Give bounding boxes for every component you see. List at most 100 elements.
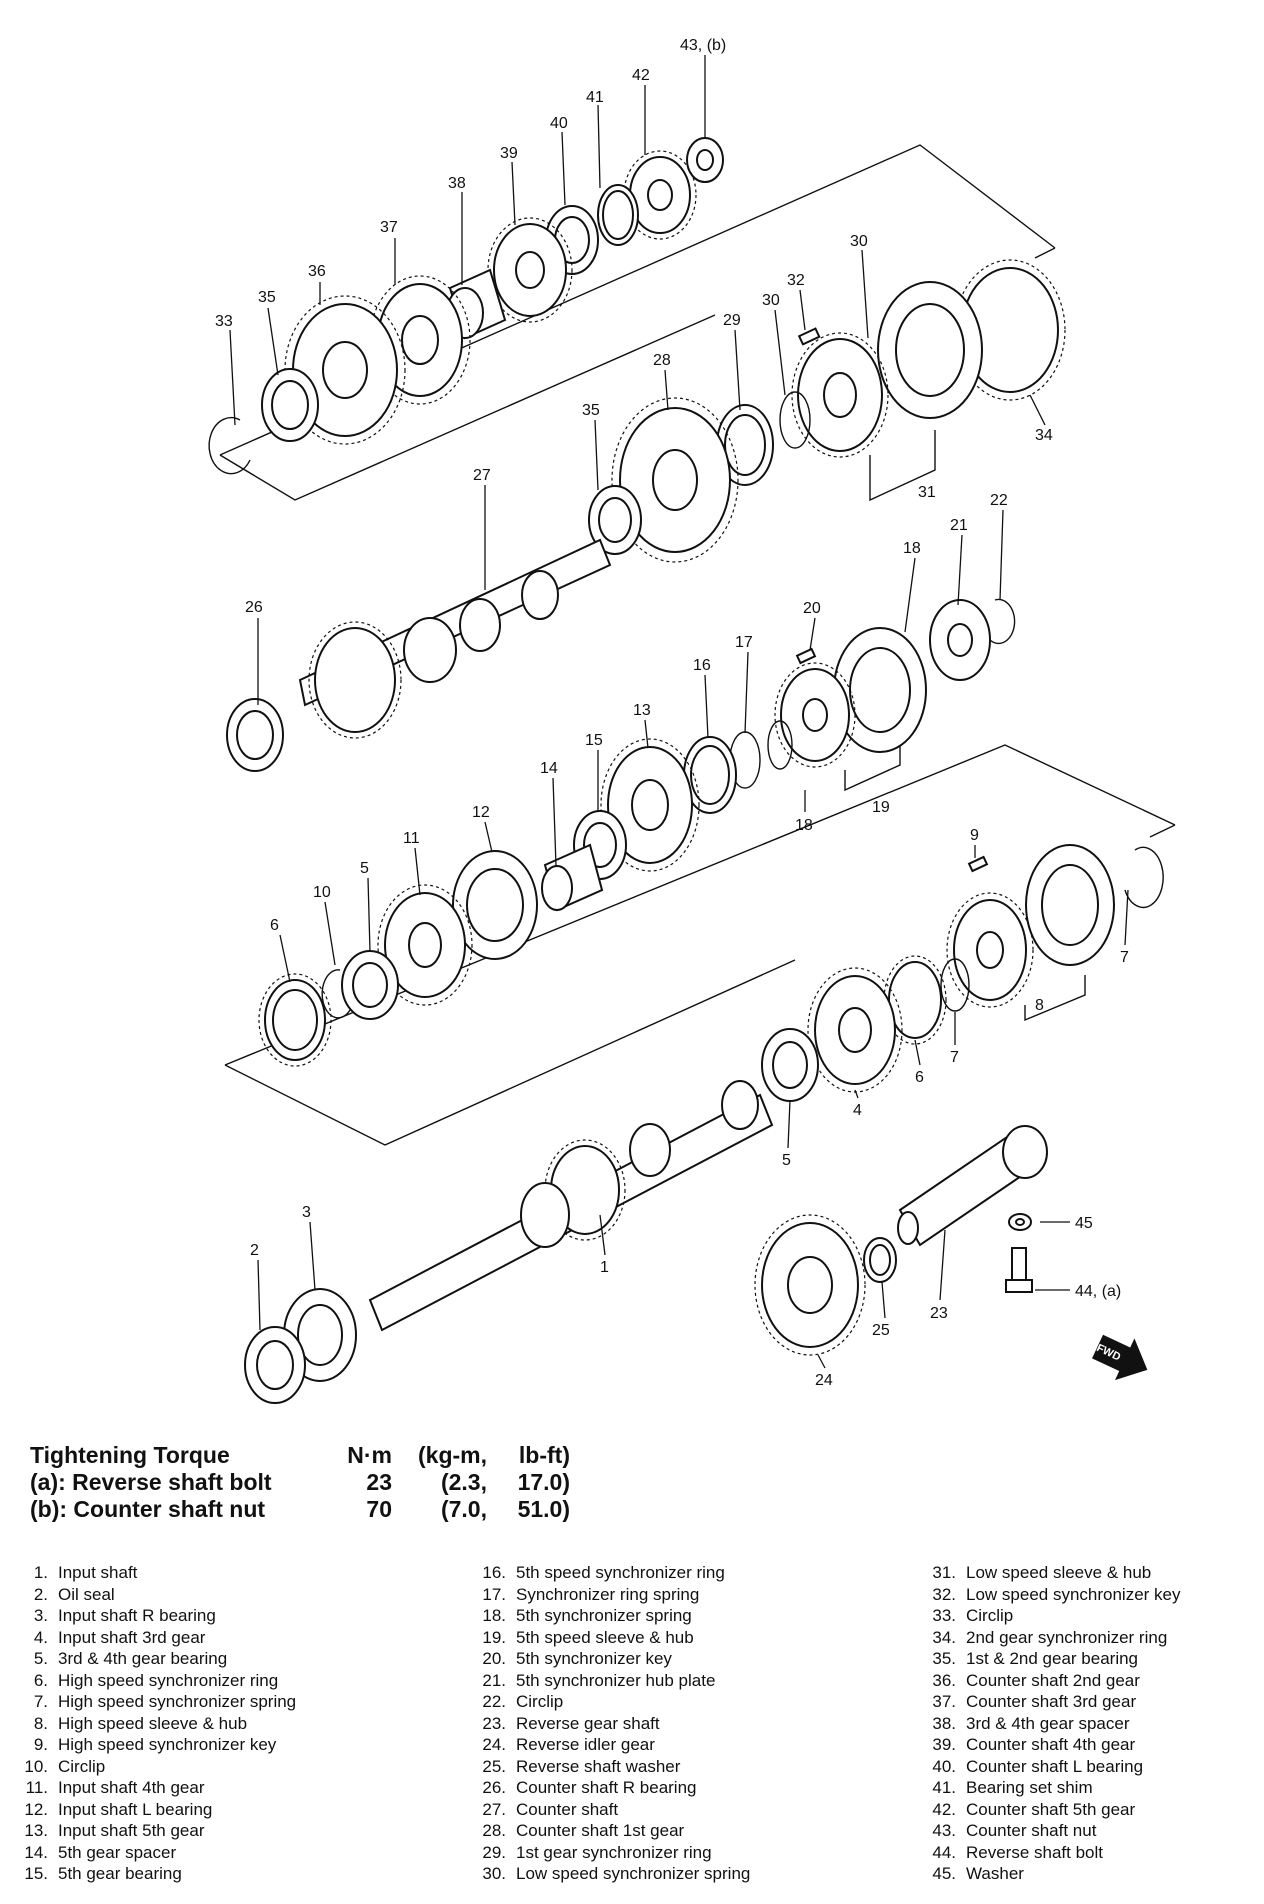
legend-item-number: 21. [482,1670,506,1690]
legend-item-number: 2. [33,1584,48,1604]
callout-5b: 5 [782,1152,791,1169]
legend-item: 19.5th speed sleeve & hub [468,1627,918,1649]
callout-5a: 5 [360,860,369,877]
bearing-set-shim-41 [597,184,639,246]
legend-item-number: 40. [932,1756,956,1776]
legend-item-label: High speed sleeve & hub [58,1713,248,1733]
oil-seal-2 [244,1326,306,1404]
legend-item: 9.High speed synchronizer key [10,1734,468,1756]
legend-item-label: Bearing set shim [966,1778,1093,1797]
hub-plate-21 [929,599,991,681]
callout-38: 38 [448,175,466,192]
legend-item-number: 44. [932,1842,956,1862]
torque-row: (b): Counter shaft nut 70 (7.0, 51.0) [30,1496,590,1523]
legend-item-label: 5th synchronizer spring [516,1606,692,1625]
legend-item-label: Low speed sleeve & hub [966,1563,1152,1582]
legend-item-number: 10. [24,1756,48,1776]
synchronizer-key-9 [967,855,989,873]
callout-40: 40 [550,115,568,132]
legend-item: 30.Low speed synchronizer spring [468,1863,918,1885]
legend-item-number: 7. [33,1692,48,1711]
legend-item: 18.5th synchronizer spring [468,1605,918,1627]
legend-item-number: 29. [482,1842,506,1862]
callout-12: 12 [472,804,490,821]
callout-41: 41 [586,89,604,106]
legend-item: 35.1st & 2nd gear bearing [918,1648,1181,1670]
torque-row-lbft: 51.0) [517,1496,570,1522]
legend-item: 6.High speed synchronizer ring [10,1670,468,1692]
bracket-8 [1024,975,1086,1022]
legend-item: 41.Bearing set shim [918,1777,1181,1799]
callout-30b: 30 [762,292,780,309]
callout-18b: 18 [795,817,813,834]
torque-row: (a): Reverse shaft bolt 23 (2.3, 17.0) [30,1469,590,1496]
legend-item: 23.Reverse gear shaft [468,1713,918,1735]
legend-item-number: 13. [24,1821,48,1840]
legend-item-label: 5th gear bearing [58,1864,182,1883]
legend-item: 28.Counter shaft 1st gear [468,1820,918,1842]
callout-8: 8 [1035,997,1044,1014]
callout-7a: 7 [1120,949,1129,966]
callout-21: 21 [950,517,968,534]
legend-item-number: 8. [33,1713,48,1733]
counter-shaft-r-bearing-26 [226,698,284,772]
callout-28: 28 [653,352,671,369]
legend-item-number: 1. [33,1563,48,1582]
callout-45: 45 [1075,1215,1093,1232]
legend-item-number: 22. [482,1692,506,1711]
legend-item: 20.5th synchronizer key [468,1648,918,1670]
legend-item-label: Circlip [58,1756,106,1776]
callout-26: 26 [245,599,263,616]
callout-15: 15 [585,732,603,749]
synchronizer-ring-16 [683,736,737,814]
circlip-22 [989,598,1016,645]
exploded-view-diagram: FWD [208,37,1176,1404]
synchronizer-ring-34 [954,259,1066,401]
callout-33: 33 [215,313,233,330]
callout-19: 19 [872,799,890,816]
legend-item: 7. High speed synchronizer spring [10,1691,468,1713]
callout-30a: 30 [850,233,868,250]
legend-item-number: 36. [932,1670,956,1690]
callout-17: 17 [735,634,753,651]
legend-item-number: 35. [932,1649,956,1668]
legend-item: 27.Counter shaft [468,1799,918,1821]
reverse-shaft-bolt-44 [1005,1247,1033,1293]
legend-item-number: 20. [482,1649,506,1668]
legend-item: 25.Reverse shaft washer [468,1756,918,1778]
input-shaft-3rd-gear-4 [807,967,903,1093]
legend-item-number: 9. [33,1735,48,1754]
legend-item-number: 14. [24,1842,48,1862]
callout-35b: 35 [582,402,600,419]
legend-item: 14.5th gear spacer [10,1842,468,1864]
low-speed-sleeve-31 [877,281,983,419]
legend-item-label: Low speed synchronizer key [966,1584,1181,1604]
callouts: 43, (b) 42 41 40 39 38 37 36 35 33 30 32… [215,37,1129,1389]
legend-item-label: Counter shaft 5th gear [966,1799,1136,1819]
legend-item: 40. Counter shaft L bearing [918,1756,1181,1778]
bracket-31 [869,430,936,502]
legend-item-label: Counter shaft nut [966,1821,1097,1840]
legend-item: 44.Reverse shaft bolt [918,1842,1181,1864]
synchronizer-ring-29 [716,404,774,486]
legend-item: 17.Synchronizer ring spring [468,1584,918,1606]
legend-item: 34.2nd gear synchronizer ring [918,1627,1181,1649]
legend-item-label: Counter shaft L bearing [966,1756,1144,1776]
torque-row-kgm: (2.3, [440,1469,487,1495]
callout-43: 43, (b) [680,37,726,54]
legend-item-number: 11. [25,1778,48,1797]
legend-item-label: High speed synchronizer ring [58,1670,279,1690]
reverse-gear-shaft-23 [897,1125,1048,1247]
legend-item-label: Input shaft 3rd gear [58,1627,206,1647]
legend-item: 15.5th gear bearing [10,1863,468,1885]
legend-item-label: High speed synchronizer spring [58,1692,297,1711]
legend-item: 36.Counter shaft 2nd gear [918,1670,1181,1692]
callout-32: 32 [787,272,805,289]
legend-item-label: Circlip [966,1606,1014,1625]
legend-item-label: Reverse gear shaft [516,1713,660,1733]
legend-item-number: 12. [24,1799,48,1819]
callout-16: 16 [693,657,711,674]
legend-item-number: 3. [33,1606,48,1625]
legend-item: 2.Oil seal [10,1584,468,1606]
